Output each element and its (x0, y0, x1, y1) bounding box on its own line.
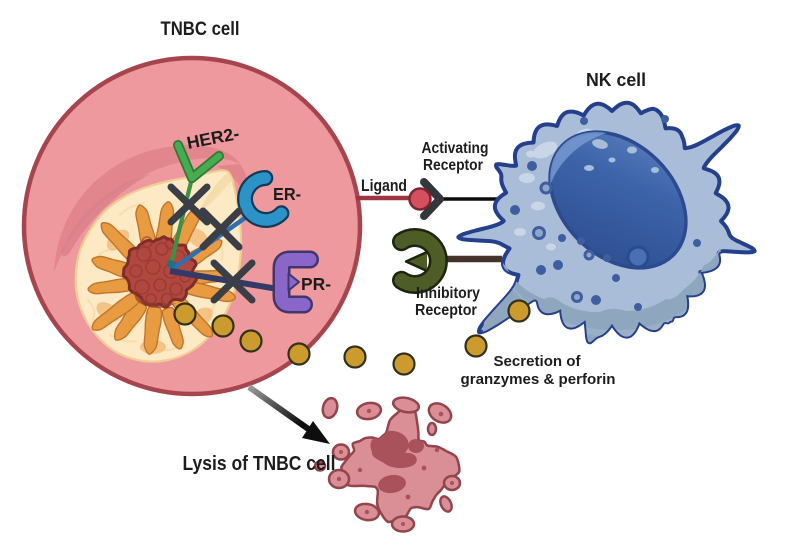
svg-text:Lysis of TNBC cell: Lysis of TNBC cell (183, 453, 336, 475)
svg-text:ER-: ER- (273, 184, 301, 204)
svg-text:granzymes & perforin: granzymes & perforin (461, 371, 616, 388)
svg-text:Ligand: Ligand (361, 177, 407, 195)
svg-text:NK cell: NK cell (586, 70, 646, 90)
svg-text:Inhibitory: Inhibitory (416, 285, 480, 302)
svg-text:Activating: Activating (422, 140, 489, 157)
svg-text:Receptor: Receptor (423, 157, 483, 174)
svg-text:PR-: PR- (301, 274, 331, 294)
svg-text:TNBC cell: TNBC cell (161, 19, 240, 40)
svg-text:Secretion of: Secretion of (494, 353, 582, 370)
svg-text:Receptor: Receptor (415, 302, 477, 319)
